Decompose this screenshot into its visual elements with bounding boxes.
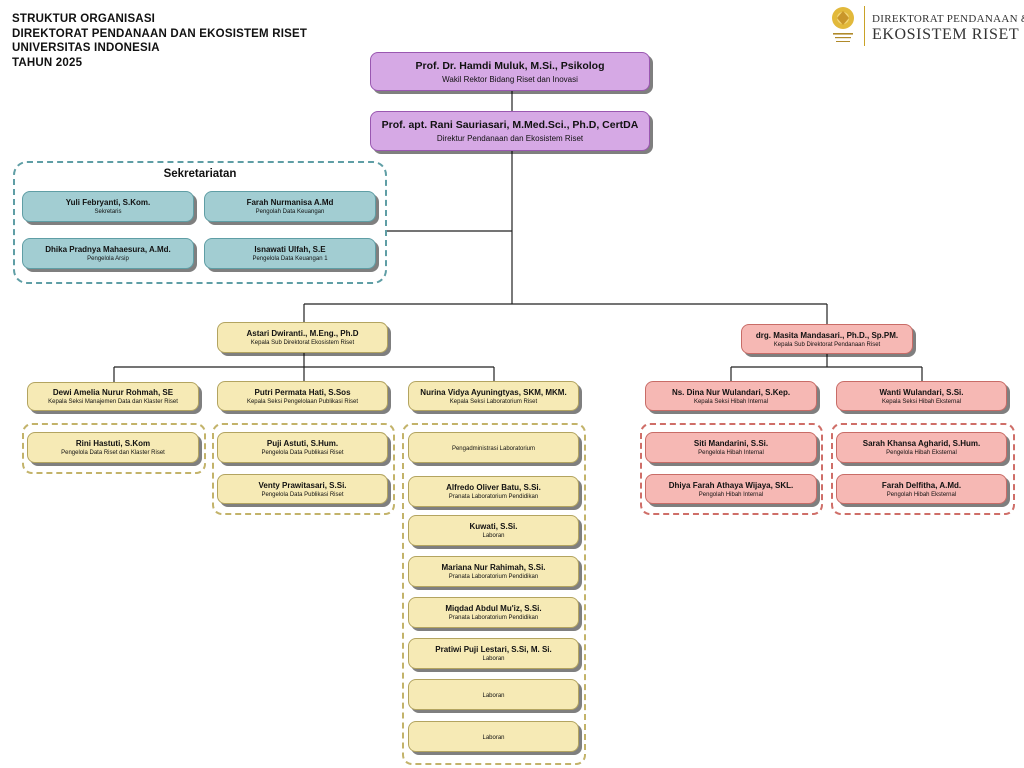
person-role: Pengelola Data Publikasi Riset bbox=[261, 491, 344, 498]
vice-rector-box: Prof. Dr. Hamdi Muluk, M.Si., Psikolog W… bbox=[370, 52, 650, 91]
logo-divider bbox=[864, 6, 865, 46]
title-line-1: STRUKTUR ORGANISASI bbox=[12, 13, 156, 25]
staff-box: Kuwati, S.Si. Laboran bbox=[408, 515, 579, 546]
person-role: Pranata Laboratorium Pendidikan bbox=[448, 494, 539, 500]
person-role: Pranata Laboratorium Pendidikan bbox=[448, 574, 539, 580]
secretariat-member-box: Isnawati Ulfah, S.E Pengelola Data Keuan… bbox=[204, 238, 376, 269]
person-role: Pengelola Data Riset dan Klaster Riset bbox=[61, 450, 165, 456]
staff-box: Alfredo Oliver Batu, S.Si. Pranata Labor… bbox=[408, 476, 579, 507]
person-role: Kepala Sub Direktorat Ekosistem Riset bbox=[250, 340, 355, 346]
secretariat-frame bbox=[13, 161, 387, 284]
director-box: Prof. apt. Rani Sauriasari, M.Med.Sci., … bbox=[370, 111, 650, 151]
external-grant-staff-frame bbox=[831, 423, 1015, 515]
person-name: Farah Delfitha, A.Md. bbox=[881, 480, 962, 490]
person-name: Puji Astuti, S.Hum. bbox=[266, 439, 339, 448]
person-role: Kepala Sub Direktorat Pendanaan Riset bbox=[773, 341, 881, 348]
person-name: Putri Permata Hati, S.Sos bbox=[254, 387, 351, 397]
person-role: Kepala Seksi Manajemen Data dan Klaster … bbox=[48, 399, 178, 405]
person-role: Pengelola Arsip bbox=[87, 256, 129, 262]
publication-staff-frame bbox=[212, 423, 395, 515]
staff-box: Laboran bbox=[408, 679, 579, 710]
laboratory-staff-frame bbox=[402, 423, 586, 765]
person-role: Laboran bbox=[482, 692, 505, 699]
staff-box: Siti Mandarini, S.Si. Pengelola Hibah In… bbox=[645, 432, 817, 463]
person-name: Sarah Khansa Agharid, S.Hum. bbox=[862, 439, 981, 448]
person-role: Pengolah Hibah Internal bbox=[698, 491, 764, 498]
person-role: Pengolah Hibah Eksternal bbox=[886, 491, 957, 498]
person-name: Prof. apt. Rani Sauriasari, M.Med.Sci., … bbox=[381, 119, 639, 131]
person-name: Isnawati Ulfah, S.E bbox=[254, 245, 326, 254]
person-name: Mariana Nur Rahimah, S.Si. bbox=[441, 563, 546, 572]
person-name: Dhiya Farah Athaya Wijaya, SKL. bbox=[668, 480, 794, 490]
person-role: Direktur Pendanaan dan Ekosistem Riset bbox=[436, 134, 584, 143]
person-name: Kuwati, S.Si. bbox=[469, 522, 518, 531]
person-name: Farah Nurmanisa A.Md bbox=[246, 198, 334, 207]
title-line-3: UNIVERSITAS INDONESIA bbox=[12, 42, 160, 54]
person-role: Pengelola Data Publikasi Riset bbox=[261, 450, 344, 456]
staff-box: Miqdad Abdul Mu'iz, S.Si. Pranata Labora… bbox=[408, 597, 579, 628]
title-line-4: TAHUN 2025 bbox=[12, 56, 83, 69]
person-role: Pranata Laboratorium Pendidikan bbox=[448, 615, 539, 621]
staff-box: Pratiwi Puji Lestari, S.Si, M. Si. Labor… bbox=[408, 638, 579, 669]
section-head-box: Dewi Amelia Nurur Rohmah, SE Kepala Seks… bbox=[27, 382, 199, 411]
secretariat-member-box: Yuli Febryanti, S.Kom. Sekretaris bbox=[22, 191, 194, 222]
person-role: Pengelola Hibah Internal bbox=[698, 450, 764, 456]
section-head-box: Putri Permata Hati, S.Sos Kepala Seksi P… bbox=[217, 381, 388, 411]
person-role: Laboran bbox=[482, 734, 505, 741]
person-role: Laboran bbox=[482, 533, 505, 539]
title-line-2: DIREKTORAT PENDANAAN DAN EKOSISTEM RISET bbox=[12, 27, 308, 40]
person-role: Pengelola Hibah Eksternal bbox=[886, 450, 957, 456]
person-role: Pengadministrasi Laboratorium bbox=[451, 445, 536, 452]
person-name: Dewi Amelia Nurur Rohmah, SE bbox=[52, 388, 174, 397]
person-name: Venty Prawitasari, S.Si. bbox=[258, 480, 347, 490]
person-name: Prof. Dr. Hamdi Muluk, M.Si., Psikolog bbox=[415, 59, 605, 72]
person-name: Astari Dwiranti., M.Eng., Ph.D bbox=[246, 329, 359, 338]
person-name: Pratiwi Puji Lestari, S.Si, M. Si. bbox=[435, 645, 552, 654]
person-name: Siti Mandarini, S.Si. bbox=[693, 439, 769, 448]
person-name: Alfredo Oliver Batu, S.Si. bbox=[446, 483, 541, 492]
person-name: drg. Masita Mandasari., Ph.D., Sp.PM. bbox=[755, 330, 899, 340]
section-head-box: Nurina Vidya Ayuningtyas, SKM, MKM. Kepa… bbox=[408, 381, 579, 411]
chart-title: STRUKTUR ORGANISASI DIREKTORAT PENDANAAN… bbox=[12, 12, 307, 70]
person-role: Kepala Seksi Pengelolaan Publikasi Riset bbox=[246, 398, 359, 405]
funding-subdirector-box: drg. Masita Mandasari., Ph.D., Sp.PM. Ke… bbox=[741, 324, 913, 354]
person-role: Wakil Rektor Bidang Riset dan Inovasi bbox=[442, 74, 578, 84]
staff-box: Laboran bbox=[408, 721, 579, 752]
person-name: Ns. Dina Nur Wulandari, S.Kep. bbox=[671, 387, 791, 397]
person-role: Kepala Seksi Hibah Internal bbox=[693, 398, 769, 405]
person-name: Yuli Febryanti, S.Kom. bbox=[65, 198, 151, 207]
person-role: Kepala Seksi Laboratorium Riset bbox=[449, 398, 538, 405]
person-role: Kepala Seksi Hibah Eksternal bbox=[881, 398, 962, 405]
person-name: Nurina Vidya Ayuningtyas, SKM, MKM. bbox=[420, 387, 567, 397]
secretariat-member-box: Farah Nurmanisa A.Md Pengolah Data Keuan… bbox=[204, 191, 376, 222]
person-name: Miqdad Abdul Mu'iz, S.Si. bbox=[445, 604, 542, 613]
data-management-staff-frame bbox=[22, 423, 206, 474]
staff-box: Puji Astuti, S.Hum. Pengelola Data Publi… bbox=[217, 432, 388, 463]
person-role: Pengolah Data Keuangan bbox=[255, 209, 325, 215]
person-role: Sekretaris bbox=[94, 209, 122, 215]
secretariat-title: Sekretariatan bbox=[163, 168, 237, 180]
logo-text-line-1: DIREKTORAT PENDANAAN & bbox=[872, 13, 1024, 25]
person-name: Dhika Pradnya Mahaesura, A.Md. bbox=[45, 245, 171, 254]
person-role: Pengelola Data Keuangan 1 bbox=[252, 256, 328, 262]
secretariat-member-box: Dhika Pradnya Mahaesura, A.Md. Pengelola… bbox=[22, 238, 194, 269]
internal-grant-staff-frame bbox=[640, 423, 823, 515]
directorate-logo: DIREKTORAT PENDANAAN & EKOSISTEM RISET bbox=[826, 4, 1024, 48]
person-name: Wanti Wulandari, S.Si. bbox=[879, 387, 964, 397]
staff-box: Venty Prawitasari, S.Si. Pengelola Data … bbox=[217, 474, 388, 504]
university-emblem-icon bbox=[832, 7, 854, 42]
ecosystem-subdirector-box: Astari Dwiranti., M.Eng., Ph.D Kepala Su… bbox=[217, 322, 388, 353]
staff-box: Rini Hastuti, S.Kom Pengelola Data Riset… bbox=[27, 432, 199, 463]
section-head-box: Ns. Dina Nur Wulandari, S.Kep. Kepala Se… bbox=[645, 381, 817, 411]
person-name: Rini Hastuti, S.Kom bbox=[75, 439, 151, 448]
staff-box: Farah Delfitha, A.Md. Pengolah Hibah Eks… bbox=[836, 474, 1007, 504]
staff-box: Mariana Nur Rahimah, S.Si. Pranata Labor… bbox=[408, 556, 579, 587]
staff-box: Sarah Khansa Agharid, S.Hum. Pengelola H… bbox=[836, 432, 1007, 463]
staff-box: Pengadministrasi Laboratorium bbox=[408, 432, 579, 463]
person-role: Laboran bbox=[482, 656, 505, 662]
logo-text-line-2: EKOSISTEM RISET bbox=[872, 26, 1020, 43]
staff-box: Dhiya Farah Athaya Wijaya, SKL. Pengolah… bbox=[645, 474, 817, 504]
section-head-box: Wanti Wulandari, S.Si. Kepala Seksi Hiba… bbox=[836, 381, 1007, 411]
